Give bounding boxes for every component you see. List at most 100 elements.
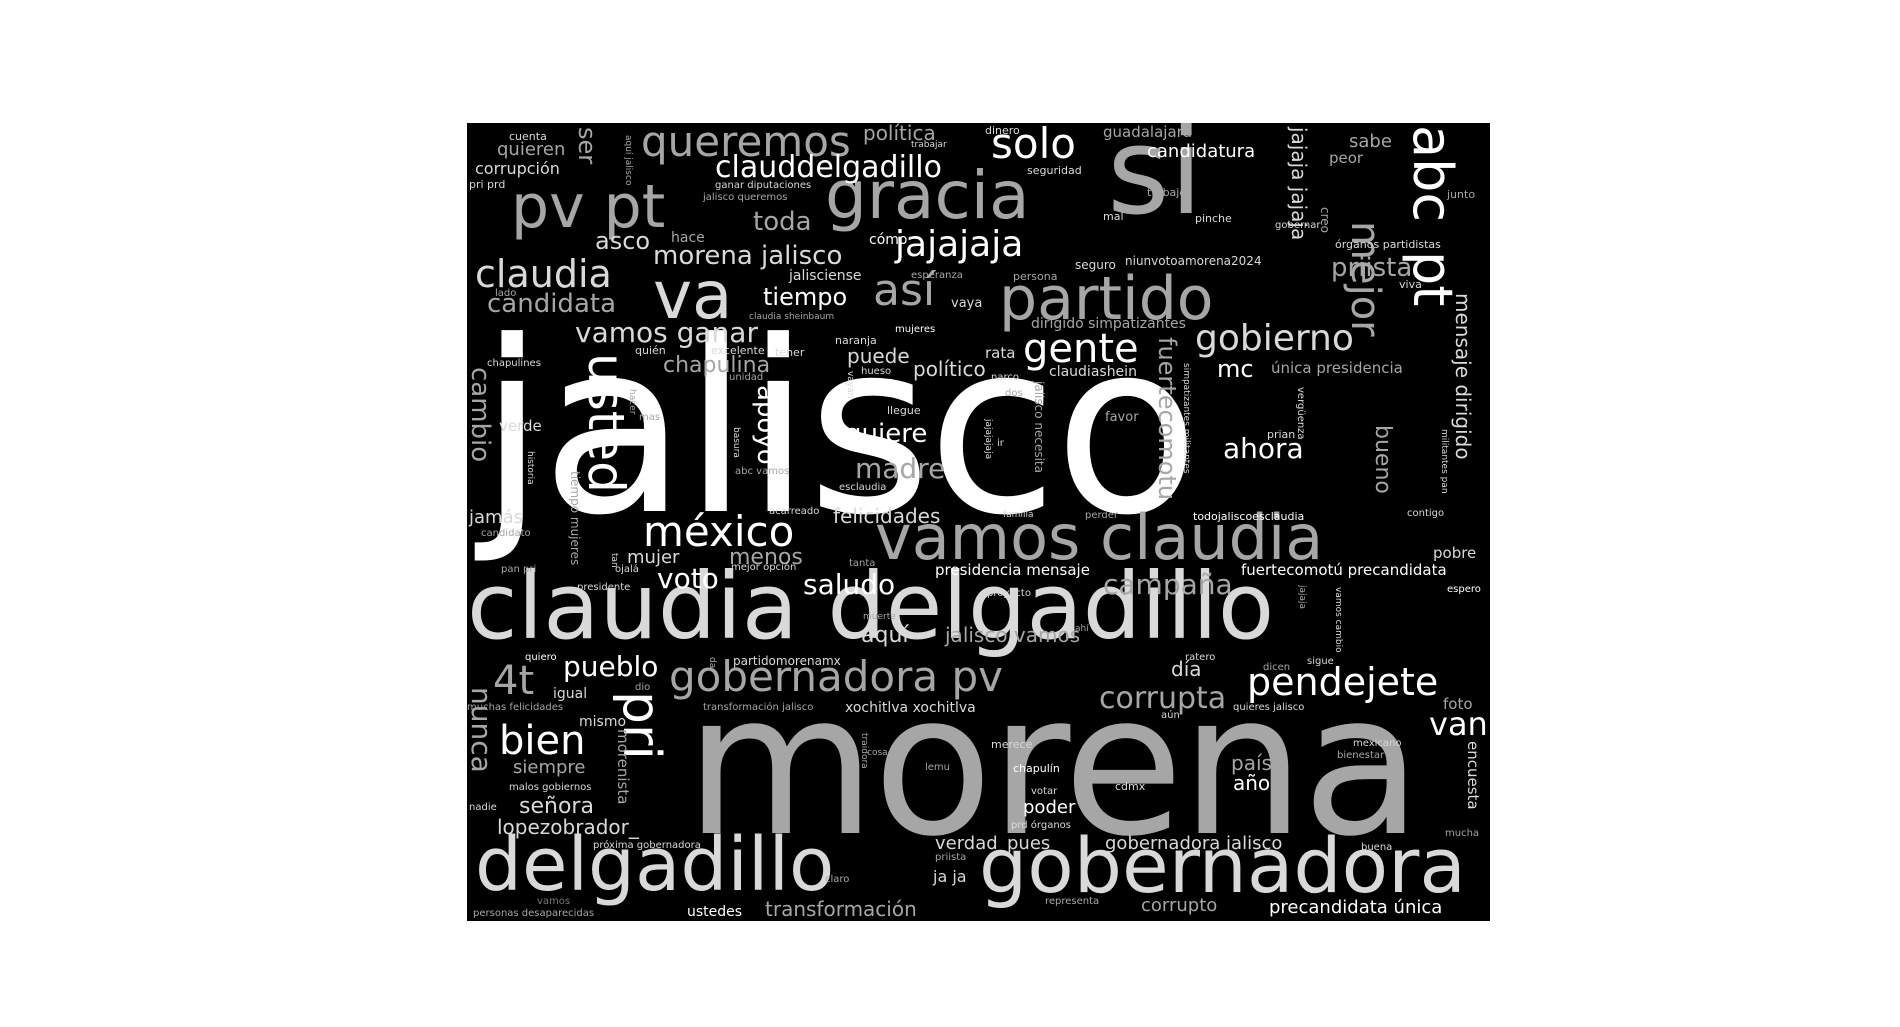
word: seguro (1075, 258, 1116, 272)
word: pri (611, 691, 671, 760)
word: merece (991, 738, 1033, 751)
word: jamás (469, 507, 523, 528)
word: vayan (845, 371, 855, 399)
word: día (1171, 657, 1202, 681)
word: presidente (577, 582, 631, 593)
word: mejor (1342, 221, 1388, 337)
word: junto (1447, 188, 1476, 201)
word: quiero (525, 652, 557, 663)
word: siempre (513, 757, 586, 778)
word: año (1233, 771, 1271, 795)
word: claro (825, 874, 850, 885)
word: historia (525, 451, 535, 485)
word: espero (1447, 584, 1481, 595)
word: niunvotoamorena2024 (1125, 254, 1262, 268)
word: morenista (614, 729, 632, 805)
word: todojaliscoesclaudia (1193, 510, 1305, 523)
word: tan (609, 553, 619, 568)
word: ja ja (933, 867, 967, 886)
word: cosa (867, 748, 888, 758)
word: personas desaparecidas (473, 908, 595, 919)
word: sigue (1307, 656, 1334, 667)
word: guadalajara (1103, 123, 1193, 141)
word: claudiashein (1049, 364, 1137, 380)
word: pri prd (469, 178, 506, 191)
word: votar (1031, 786, 1058, 797)
word: ojalá (615, 564, 639, 575)
word: dio (635, 682, 651, 693)
word: dos (1005, 388, 1023, 399)
word: pueblo (563, 650, 659, 683)
word: político (913, 357, 986, 381)
word: usted (577, 353, 635, 493)
word: jalisco (479, 291, 1200, 568)
word: transformación jalisco (703, 702, 814, 713)
word: así (873, 265, 936, 316)
word: puede (847, 344, 910, 368)
word: esperanza (911, 270, 963, 281)
word: quieres jalisco (1233, 702, 1305, 713)
word: pobre (1433, 544, 1477, 562)
word: ratero (1185, 652, 1216, 663)
word: favor (1105, 410, 1139, 425)
word: menos (729, 545, 803, 570)
word: igual (553, 686, 588, 702)
word: méxico (643, 507, 795, 556)
word: claudia (475, 252, 612, 296)
word: familia (1003, 510, 1034, 520)
word: narco (991, 372, 1019, 383)
word: pan pri (501, 564, 537, 575)
word: claudia sheinbaum (749, 312, 835, 322)
word: perder (1085, 510, 1119, 521)
word: felicidades (833, 504, 941, 528)
word: aquí jalisco (623, 135, 633, 186)
word: mexicano (1353, 738, 1402, 749)
word: hace (671, 230, 705, 246)
word: campaña (1103, 568, 1233, 601)
word: van (1429, 705, 1488, 743)
word: jajaja jajaja (1287, 127, 1311, 241)
word: gobernadora pv (669, 652, 1003, 701)
word: ser (573, 127, 601, 165)
word: pinche (1195, 212, 1232, 225)
word: voto (657, 562, 719, 595)
word: chapulines (487, 358, 541, 369)
word: mujer (627, 547, 680, 568)
word: prd órganos (1011, 820, 1072, 831)
word: partidomorenamx (733, 654, 841, 668)
word: bienestar (1337, 750, 1385, 761)
word: malos gobiernos (509, 782, 592, 793)
word: cómo (869, 232, 908, 248)
word: jalisco necesita (1032, 381, 1046, 473)
word: da (707, 657, 717, 669)
word: país (1231, 751, 1272, 775)
word: dicen (1263, 662, 1291, 673)
word: prian (1267, 428, 1296, 441)
word: tiempo (763, 283, 848, 311)
word: acarreado (769, 506, 820, 517)
word: pt (1401, 251, 1464, 307)
word: jalisco vamos (945, 623, 1081, 647)
word: abc (1401, 125, 1464, 223)
word: creo (1318, 207, 1332, 233)
word: quién (635, 344, 666, 357)
word: vamos (537, 896, 571, 907)
word: candidato (481, 528, 531, 539)
word: partido (999, 264, 1214, 334)
word: muchas felicidades (467, 702, 564, 713)
word: dirigido simpatizantes (1031, 316, 1186, 332)
word: xochitlva xochitlva (845, 700, 976, 716)
word: saludo (803, 568, 896, 601)
word: pues (1007, 833, 1051, 854)
word: mas (639, 412, 661, 423)
word: naranja (835, 334, 877, 347)
word: mensaje dirigido (1451, 293, 1475, 460)
word: lemu (925, 762, 951, 773)
word: delgadillo (475, 822, 835, 908)
word: aquí (861, 623, 909, 648)
word: precandidata única (1269, 897, 1443, 918)
word: queremos (641, 123, 851, 166)
word: foto (1443, 695, 1473, 713)
word: pendejete (1247, 660, 1439, 704)
word: seguridad (1027, 164, 1082, 177)
